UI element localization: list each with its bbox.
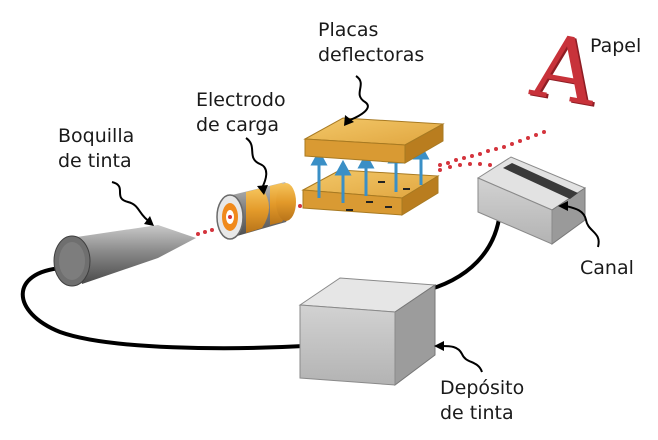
leader-electrode: [245, 137, 268, 189]
label-reservoir-line1: Depósito: [440, 377, 525, 399]
label-nozzle: Boquilla de tinta: [58, 124, 134, 174]
lower-deflector-plate: [301, 169, 440, 216]
charge-electrode: [216, 182, 296, 240]
leader-electrode-arrow: [257, 185, 268, 195]
leader-nozzle-arrow: [144, 216, 154, 226]
leader-channel: [565, 205, 600, 248]
ink-reservoir-box: [298, 277, 437, 386]
upper-deflector-plate: [303, 117, 445, 164]
leader-reservoir: [441, 345, 483, 373]
label-nozzle-line2: de tinta: [58, 150, 132, 172]
leader-plates-arrow: [344, 115, 354, 126]
tube-reservoir-to-nozzle: [20, 266, 305, 351]
label-electrode-line2: de carga: [196, 114, 280, 136]
label-reservoir-line2: de tinta: [440, 402, 514, 424]
tube-channel-to-reservoir: [419, 211, 502, 294]
negative-charges: [346, 181, 410, 211]
label-paper: Papel: [590, 35, 642, 57]
label-electrode: Electrodo de carga: [196, 88, 286, 138]
leader-reservoir-arrow: [434, 341, 444, 351]
leader-nozzle: [111, 181, 151, 223]
label-plates-line1: Placas: [318, 19, 379, 41]
label-plates: Placas deflectoras: [318, 18, 424, 68]
label-reservoir: Depósito de tinta: [440, 376, 524, 426]
label-plates-line2: deflectoras: [318, 44, 425, 66]
leader-plates: [349, 75, 369, 121]
label-nozzle-line1: Boquilla: [58, 125, 135, 147]
label-channel: Canal: [580, 257, 634, 279]
ink-nozzle: [53, 225, 196, 287]
label-electrode-line1: Electrodo: [196, 89, 286, 111]
leader-lines: [111, 75, 600, 373]
leader-channel-arrow: [558, 201, 568, 211]
gutter-channel-box: [476, 156, 587, 245]
